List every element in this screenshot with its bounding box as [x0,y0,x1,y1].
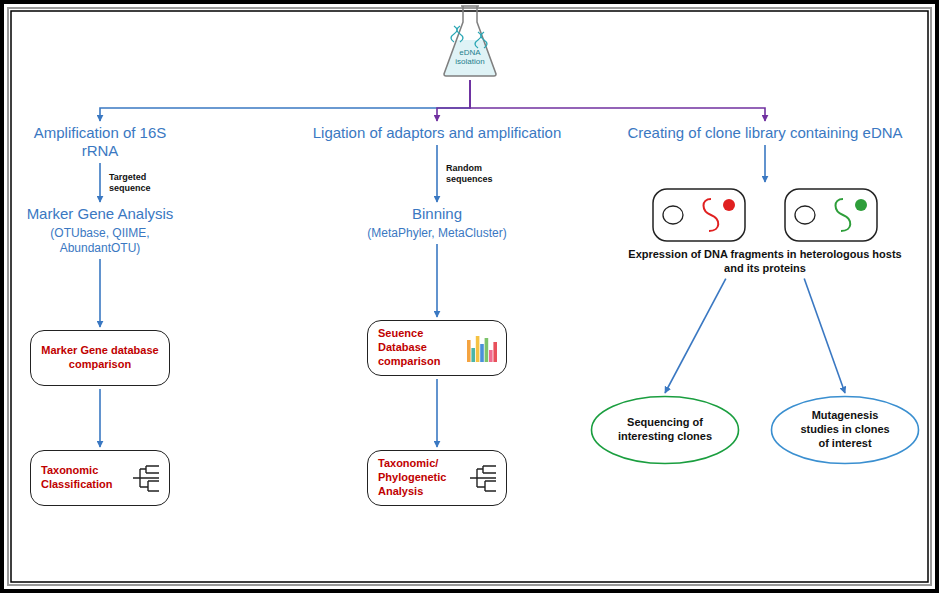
flow-arrow [437,80,470,121]
result-ellipse: Mutagenesis studies in clones of interes… [770,395,920,465]
process-box: Taxonomic/ Phylogenetic Analysis [367,450,507,506]
flow-arrow [470,80,765,121]
flow-arrow [436,379,438,447]
cell-wall [653,189,745,241]
process-box: Taxonomic Classification [30,450,170,506]
process-box: Marker Gene database comparison [30,330,170,386]
result-ellipse: Sequencing of interesting clones [590,395,740,465]
dna-helix [451,26,463,42]
tree-branches [470,466,496,491]
flow-arrow [436,145,438,202]
expressed-protein [855,199,867,211]
expressed-protein [723,199,735,211]
node-text: Ligation of adaptors and amplification [297,124,577,142]
flow-arrow [99,389,101,447]
chart-bar [480,344,484,362]
flow-arrow [436,244,438,317]
tree-branches [133,466,159,491]
plasmid [663,206,683,224]
node-text: Marker Gene database comparison [39,344,161,372]
node-text: Taxonomic Classification [41,464,125,492]
analysis-step: Marker Gene Analysis (OTUbase, QIIME, Abu… [20,205,180,256]
step-heading: Ligation of adaptors and amplification [297,124,577,142]
host-cells [625,185,905,247]
chart-bar [493,342,497,362]
inner-border [11,11,928,582]
ellipse-shape [772,397,919,464]
flow-arrow [99,259,101,327]
node-text: Seuence Database comparison [378,327,462,368]
flow-arrow [665,279,726,393]
clone-expression: Expression of DNA fragments in heterolog… [625,185,905,276]
node-text: Binning [337,205,537,223]
node-subtext: (MetaPhyler, MetaCluster) [337,226,537,241]
flow-arrow [100,80,470,121]
flask-icon [442,4,498,78]
analysis-step: Binning (MetaPhyler, MetaCluster) [337,205,537,241]
flow-arrow [99,163,101,202]
step-heading: Creating of clone library containing eDN… [620,124,910,142]
edge-label: Targeted sequence [109,172,171,193]
flow-arrow [804,279,845,393]
node-text: Creating of clone library containing eDN… [620,124,910,142]
node-text: Marker Gene Analysis [20,205,180,223]
edge-label: Random sequences [446,163,508,184]
dna-fragment [836,199,851,231]
node-text: Sequencing of interesting clones [616,416,714,444]
middle-border [8,8,931,585]
dna-helix [475,32,487,48]
chart-bar [467,340,471,362]
chart-bar [485,338,489,362]
node-text: eDNA isolation [442,49,498,67]
chart-bar [489,350,493,362]
chart-bar [476,336,480,362]
flow-arrow [764,145,766,182]
ellipse-shape [592,397,739,464]
node-text: Mutagenesis studies in clones of interes… [796,409,894,450]
node-subtext: (OTUbase, QIIME, AbundantOTU) [20,226,180,256]
dna-fragment [704,199,719,231]
bar-chart-icon [466,333,498,363]
node-text: Expression of DNA fragments in heterolog… [625,247,905,276]
node-text: Amplification of 16S rRNA [30,124,170,160]
plasmid [795,206,815,224]
tree-icon [131,464,161,492]
step-heading: Amplification of 16S rRNA [30,124,170,160]
flask-node: eDNA isolation [442,4,498,78]
node-text: Taxonomic/ Phylogenetic Analysis [378,457,462,498]
chart-bar [471,348,475,362]
process-box: Seuence Database comparison [367,320,507,376]
cell-wall [785,189,877,241]
tree-icon [468,464,498,492]
